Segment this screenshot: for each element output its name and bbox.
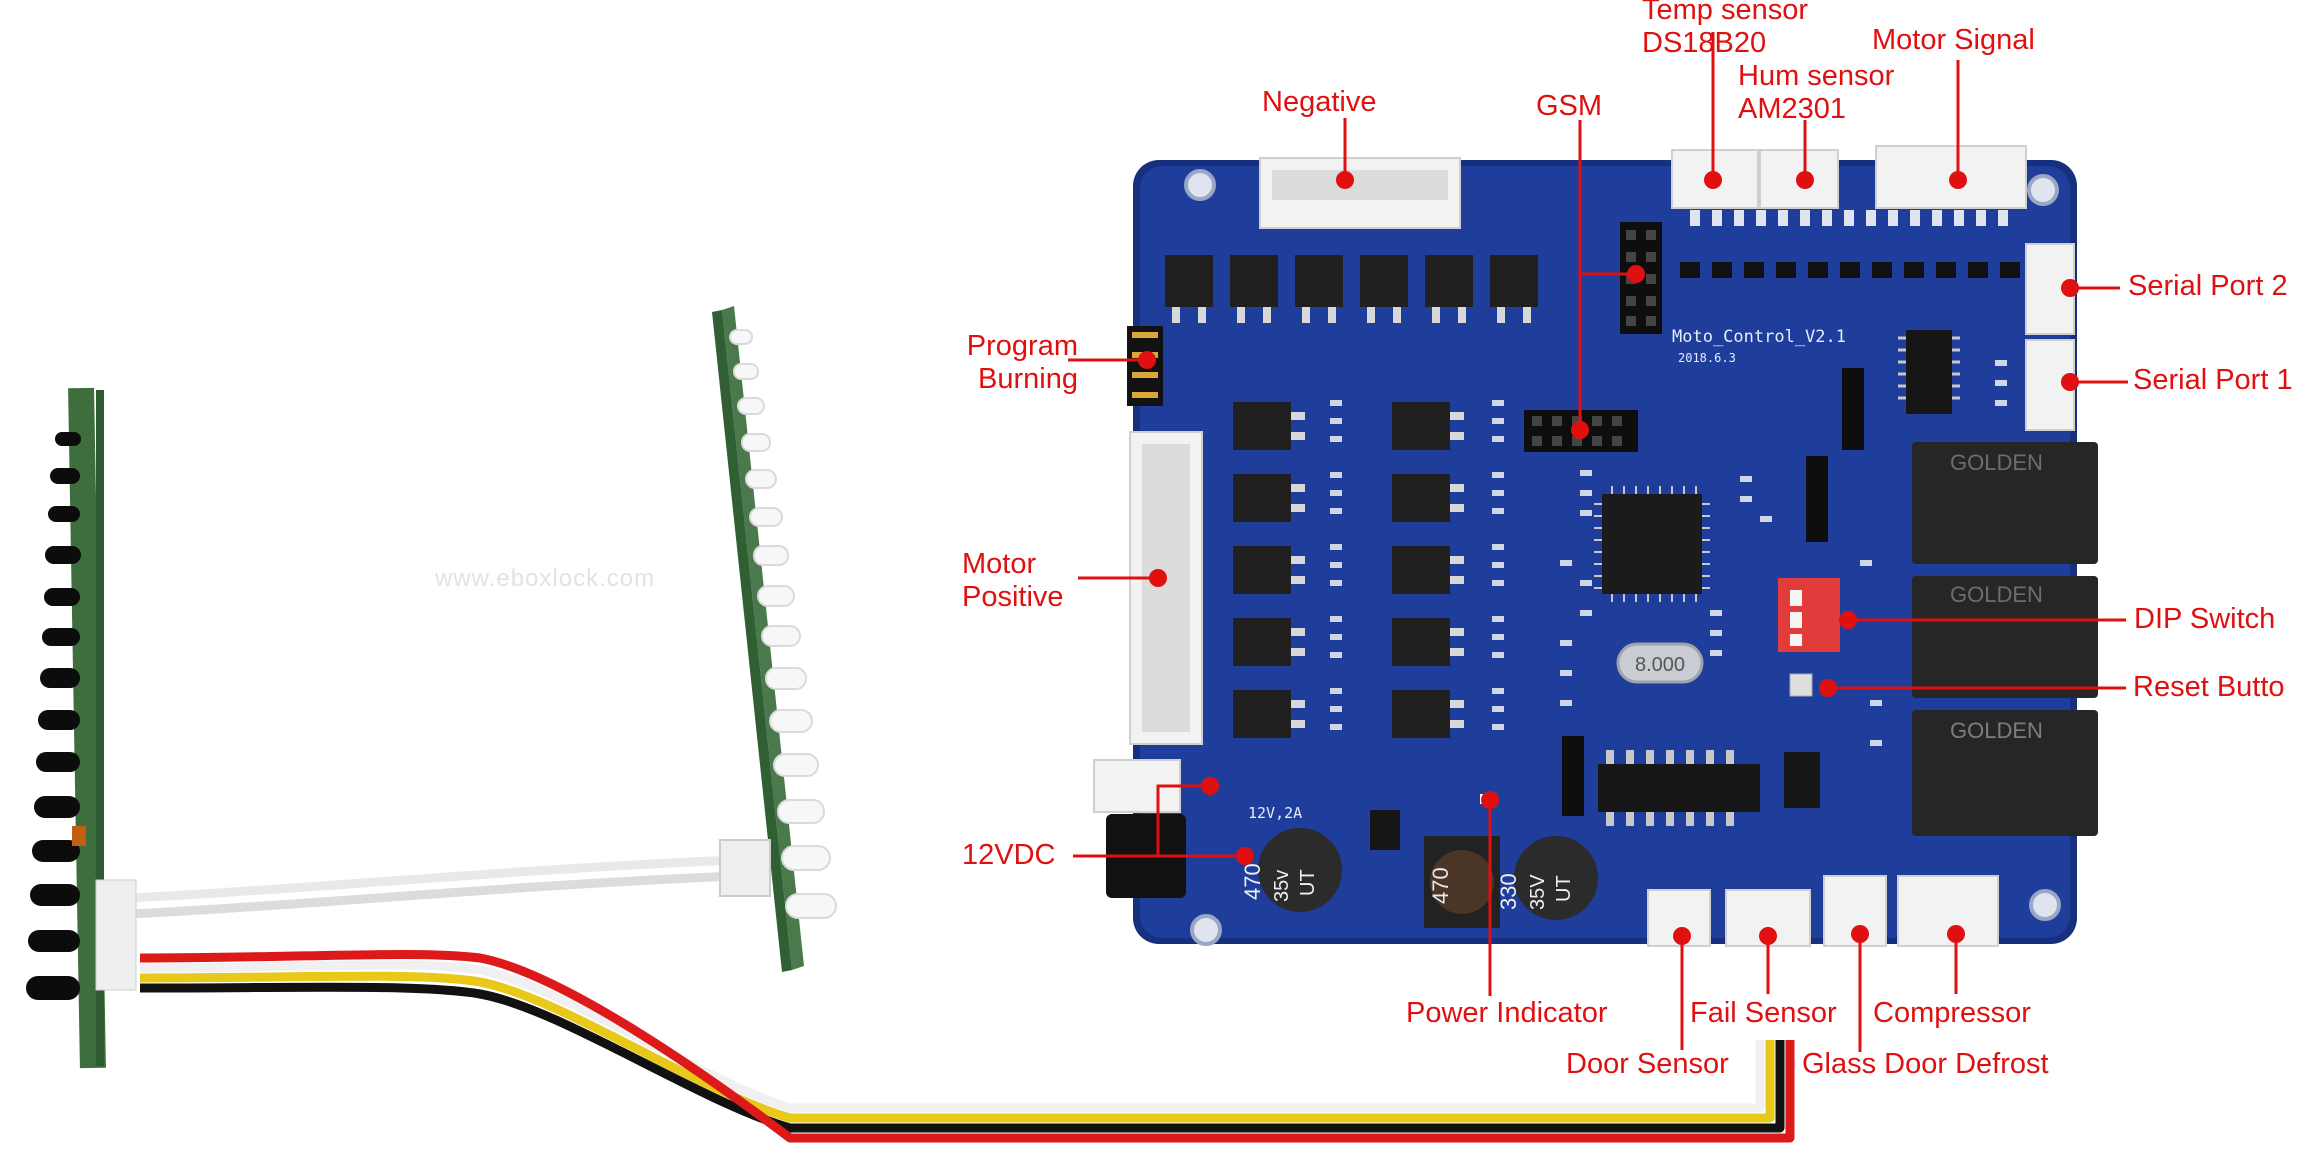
label-door-sensor: Door Sensor xyxy=(1566,1048,1729,1080)
capacitor-470-voltage: 35v xyxy=(1271,870,1293,902)
label-motor-positive-line2: Positive xyxy=(962,581,1064,613)
board-date: 2018.6.3 xyxy=(1678,351,1736,365)
led-emitter-row-right xyxy=(729,329,837,919)
inductor-value: 470 xyxy=(1428,867,1453,904)
resistor-row-top xyxy=(1690,210,2008,226)
capacitor-470: 470 35v UT xyxy=(1240,828,1342,912)
label-compressor: Compressor xyxy=(1873,997,2031,1029)
dip-switch xyxy=(1778,578,1840,652)
mosfet-grid xyxy=(1233,402,1450,738)
board-name: Moto_Control_V2.1 xyxy=(1672,327,1846,347)
mcu-chip xyxy=(1594,486,1710,602)
label-dip-switch: DIP Switch xyxy=(2134,603,2276,635)
label-temp-sensor-line1: Temp sensor xyxy=(1642,0,1809,26)
capacitor-330: 330 35V UT xyxy=(1496,836,1598,920)
ic-driver xyxy=(1370,750,1820,850)
relay-2-brand: GOLDEN xyxy=(1950,582,2043,607)
label-program-burning-line1: Program xyxy=(966,330,1078,362)
mosfet-row-top xyxy=(1165,255,1538,323)
inductor: 470 xyxy=(1424,836,1500,928)
reset-button-part xyxy=(1789,673,1813,697)
label-12vdc: 12VDC xyxy=(962,839,1056,871)
capacitor-330-value: 330 xyxy=(1496,873,1521,910)
label-hum-sensor-line2: AM2301 xyxy=(1738,93,1847,125)
label-motor-positive-line1: Motor xyxy=(962,548,1037,580)
capacitor-330-voltage: 35V xyxy=(1527,874,1549,910)
led-strip-left xyxy=(26,387,137,1069)
capacitor-470-value: 470 xyxy=(1240,863,1265,900)
mounting-holes xyxy=(1184,169,2061,946)
led-emitter-row-left xyxy=(26,432,81,1000)
label-gsm: GSM xyxy=(1536,90,1603,122)
label-fail-sensor: Fail Sensor xyxy=(1690,997,1837,1029)
cable-4-wire xyxy=(139,949,1795,1143)
mosfet-tabs xyxy=(1291,412,1464,728)
label-serial-port-2: Serial Port 2 xyxy=(2128,270,2288,302)
label-program-burning-line2: Burning xyxy=(978,363,1078,395)
relays: GOLDEN GOLDEN GOLDEN xyxy=(1912,442,2098,836)
cable-white-pair xyxy=(129,855,736,919)
label-hum-sensor-line1: Hum sensor xyxy=(1738,60,1895,92)
label-serial-port-1: Serial Port 1 xyxy=(2133,364,2293,396)
watermark: www.eboxlock.com xyxy=(434,565,655,592)
relay-1-brand: GOLDEN xyxy=(1950,450,2043,475)
transistor-row-top xyxy=(1680,262,2020,278)
label-power-indicator: Power Indicator xyxy=(1406,997,1608,1029)
label-reset-button: Reset Butto xyxy=(2133,671,2285,703)
callout-dots xyxy=(1138,171,2079,945)
callout-leaders xyxy=(1068,32,2128,1052)
smd-components xyxy=(1330,360,2007,746)
relay-3-brand: GOLDEN xyxy=(1950,718,2043,743)
crystal-oscillator: 8.000 xyxy=(1616,642,1704,684)
control-board: Moto_Control_V2.1 2018.6.3 12V,2A xyxy=(1093,145,2098,947)
voltage-mark: 12V,2A xyxy=(1248,804,1302,822)
label-motor-signal: Motor Signal xyxy=(1872,24,2035,56)
ic-u2 xyxy=(1898,330,1960,414)
label-temp-sensor-line2: DS18B20 xyxy=(1642,27,1767,59)
led-strip-right xyxy=(712,306,837,972)
led-sensor-assembly: www.eboxlock.com xyxy=(26,306,1795,1143)
label-negative: Negative xyxy=(1262,86,1377,118)
connector-slots xyxy=(1142,170,1448,732)
label-glass-door-defrost: Glass Door Defrost xyxy=(1802,1048,2049,1080)
capacitor-330-series: UT xyxy=(1553,875,1575,902)
crystal-value: 8.000 xyxy=(1635,654,1685,676)
header-usart xyxy=(1562,368,1864,816)
capacitor-470-series: UT xyxy=(1297,869,1319,896)
